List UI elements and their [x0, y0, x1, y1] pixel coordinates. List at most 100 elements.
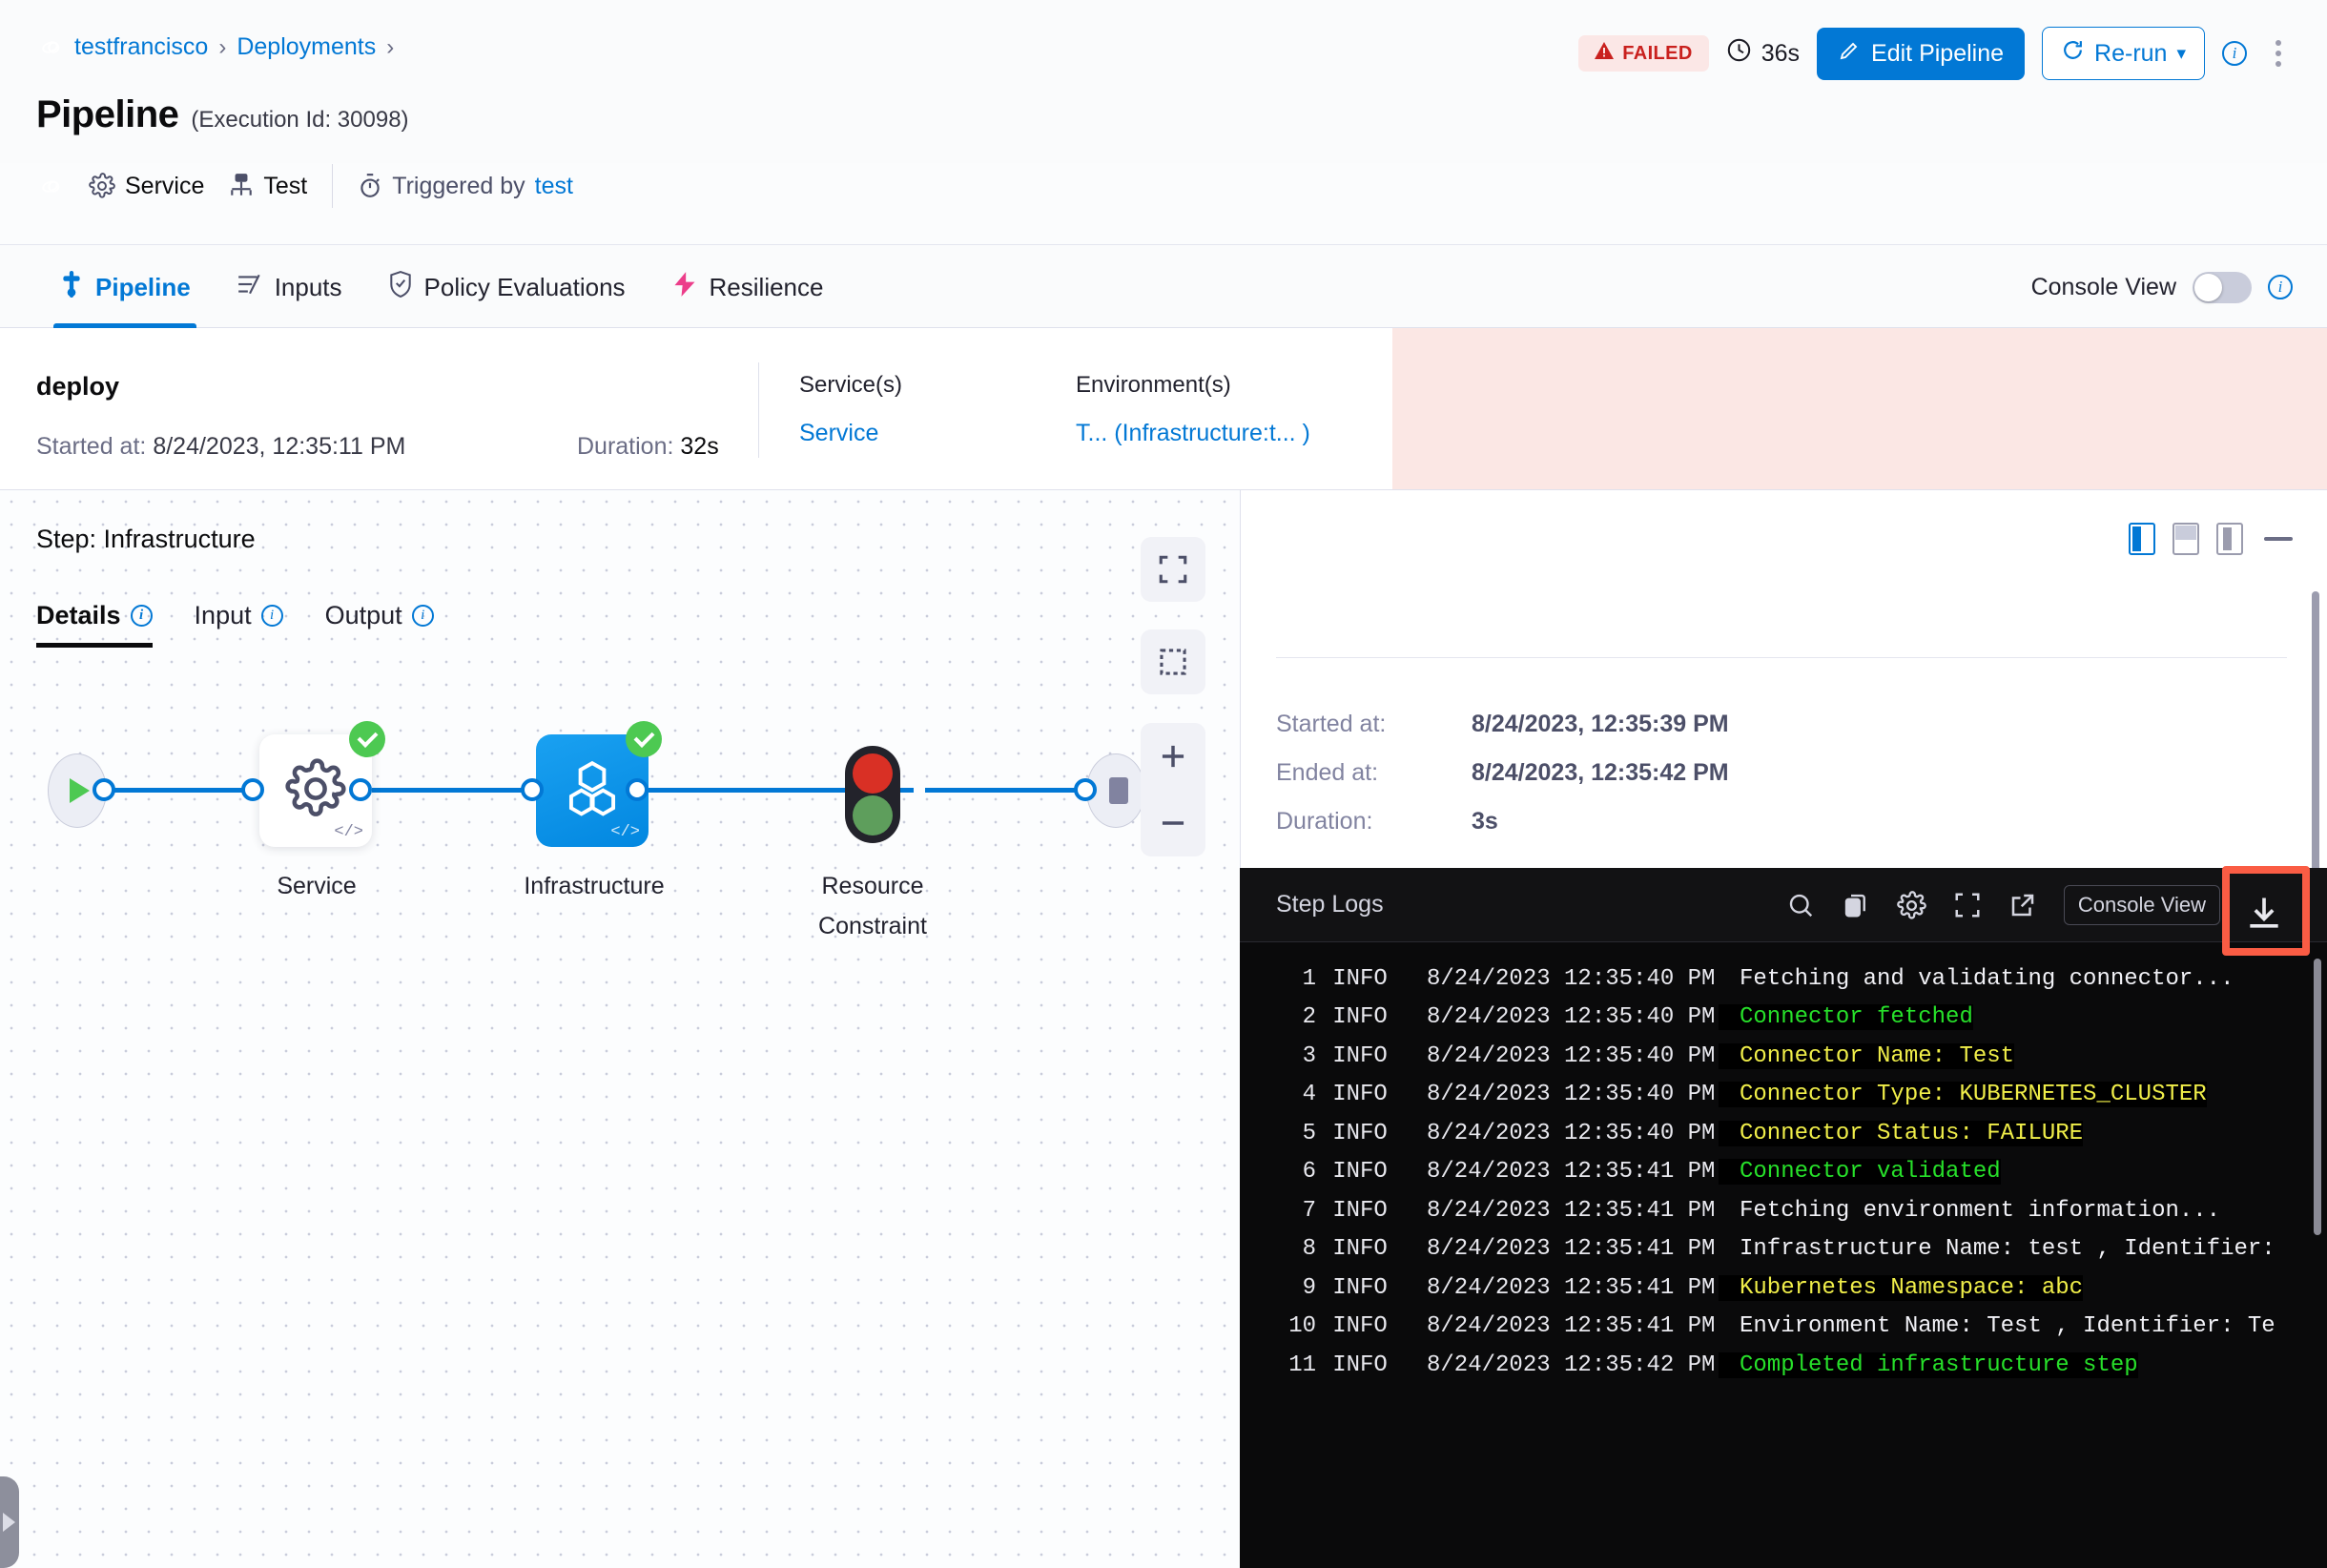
meta-trigger-user[interactable]: test	[534, 172, 573, 199]
log-message: Connector Name: Test	[1719, 1042, 2015, 1069]
stage-summary-bar: deploy Started at: 8/24/2023, 12:35:11 P…	[0, 328, 2327, 767]
log-line-number: 8	[1302, 1236, 1316, 1263]
copy-icon[interactable]	[1842, 891, 1870, 919]
stop-icon	[1109, 777, 1128, 804]
tab-pipeline[interactable]: Pipeline	[36, 245, 214, 329]
info-icon[interactable]: i	[411, 605, 434, 627]
zoom-out-icon[interactable]	[1141, 790, 1205, 856]
view-tabs: Pipeline Inputs Policy Evaluations	[36, 245, 846, 329]
breadcrumb-item-org[interactable]: testfrancisco	[74, 33, 209, 60]
rerun-info-icon[interactable]: i	[2222, 41, 2247, 66]
top-actions: FAILED 36s Edit Pipeline Re-run ▾ i	[1578, 27, 2293, 80]
step-panel-scrollbar[interactable]	[2312, 591, 2319, 877]
log-timestamp: 8/24/2023 12:35:40 PM	[1427, 1120, 1716, 1146]
meta-environment-label: Test	[263, 172, 308, 199]
play-icon	[70, 778, 90, 803]
breadcrumb-item-deployments[interactable]: Deployments	[237, 33, 377, 60]
port-service-out	[349, 778, 372, 801]
tab-details-label: Details	[36, 601, 121, 629]
step-logs-header: Step Logs Console View	[1240, 868, 2327, 942]
detail-label-ended: Ended at:	[1276, 759, 1379, 786]
info-icon[interactable]: i	[260, 605, 283, 627]
port-end-in	[1074, 778, 1097, 801]
shield-check-icon	[388, 270, 413, 304]
log-message: Connector validated	[1719, 1159, 2001, 1186]
tab-output[interactable]: Output i	[325, 601, 434, 648]
stage-services-value[interactable]: Service	[799, 420, 879, 446]
tab-resilience[interactable]: Resilience	[649, 245, 847, 329]
fit-to-screen-icon[interactable]	[1141, 537, 1205, 602]
log-line-number: 3	[1302, 1042, 1316, 1069]
log-level: INFO	[1332, 1120, 1388, 1146]
top-bar: testfrancisco › Deployments › Pipeline (…	[0, 0, 2327, 208]
log-line-number: 11	[1288, 1351, 1316, 1378]
more-vertical-icon[interactable]	[2264, 34, 2293, 72]
pipeline-canvas[interactable]	[0, 490, 1240, 1568]
detail-row-started: Started at: 8/24/2023, 12:35:39 PM	[1276, 711, 1729, 738]
expand-right-icon[interactable]	[0, 1476, 19, 1568]
execution-duration: 36s	[1726, 37, 1800, 70]
detail-value-ended: 8/24/2023, 12:35:42 PM	[1472, 759, 1729, 786]
info-icon[interactable]: i	[130, 605, 153, 627]
logs-console-view-button[interactable]: Console View	[2063, 885, 2220, 925]
select-area-icon[interactable]	[1141, 629, 1205, 694]
wire-start-service	[103, 788, 294, 793]
harness-logo-icon	[36, 31, 64, 63]
meta-service: Service	[89, 173, 204, 200]
layout-left-icon[interactable]	[2129, 523, 2155, 555]
stage-duration-value: 32s	[680, 433, 719, 460]
log-level: INFO	[1332, 1351, 1388, 1378]
log-line-number: 2	[1302, 1004, 1316, 1031]
log-timestamp: 8/24/2023 12:35:40 PM	[1427, 1082, 1716, 1108]
wire-service-infrastructure	[360, 788, 580, 793]
zoom-in-icon[interactable]	[1141, 723, 1205, 790]
meta-divider	[332, 164, 334, 208]
layout-right-icon[interactable]	[2216, 523, 2243, 555]
step-detail-list: Started at: 8/24/2023, 12:35:39 PM Ended…	[1276, 711, 1729, 856]
fullscreen-icon[interactable]	[1953, 891, 1982, 919]
infrastructure-icon	[229, 173, 254, 199]
status-badge-label: FAILED	[1622, 42, 1693, 64]
stage-error-panel	[1392, 328, 2327, 489]
warning-triangle-icon	[1595, 42, 1615, 65]
step-logs-scrollbar[interactable]	[2314, 959, 2321, 1235]
open-external-icon[interactable]	[2008, 891, 2037, 919]
download-logs-button[interactable]	[2243, 893, 2285, 939]
edit-pipeline-button[interactable]: Edit Pipeline	[1817, 27, 2026, 80]
stage-environments-value[interactable]: T... (Infrastructure:t... )	[1076, 420, 1310, 446]
step-tabs-divider	[1276, 657, 2287, 658]
execution-meta-row: Service Test Triggered by test	[36, 162, 573, 210]
step-detail-title: Step: Infrastructure	[36, 525, 256, 553]
log-message: Fetching environment information...	[1740, 1197, 2221, 1224]
tab-policy-evaluations[interactable]: Policy Evaluations	[365, 245, 649, 329]
console-view-switch[interactable]	[2193, 271, 2252, 303]
console-view-info-icon[interactable]: i	[2268, 275, 2293, 299]
log-message: Fetching and validating connector...	[1740, 965, 2234, 992]
gear-icon[interactable]	[1897, 890, 1926, 920]
tab-inputs[interactable]: Inputs	[214, 245, 365, 329]
minimize-icon[interactable]	[2264, 537, 2293, 541]
breadcrumb-separator-icon: ›	[218, 33, 227, 60]
log-message: Completed infrastructure step	[1719, 1351, 2138, 1378]
rerun-button[interactable]: Re-run ▾	[2042, 27, 2205, 80]
tab-input[interactable]: Input i	[195, 601, 283, 648]
console-view-label: Console View	[2030, 273, 2176, 300]
tab-policy-label: Policy Evaluations	[423, 272, 626, 301]
search-icon[interactable]	[1786, 891, 1815, 919]
meta-trigger-prefix: Triggered by	[392, 172, 525, 199]
port-infrastructure-in	[521, 778, 544, 801]
canvas-node-resource-constraint[interactable]	[845, 746, 900, 843]
log-line-number: 6	[1302, 1159, 1316, 1186]
canvas-node-resource-constraint-label: Resource Constraint	[818, 873, 927, 939]
log-timestamp: 8/24/2023 12:35:41 PM	[1427, 1197, 1716, 1224]
layout-bottom-icon[interactable]	[2173, 523, 2199, 555]
tab-details[interactable]: Details i	[36, 601, 153, 648]
detail-label-duration: Duration:	[1276, 808, 1373, 835]
log-level: INFO	[1332, 1004, 1388, 1031]
